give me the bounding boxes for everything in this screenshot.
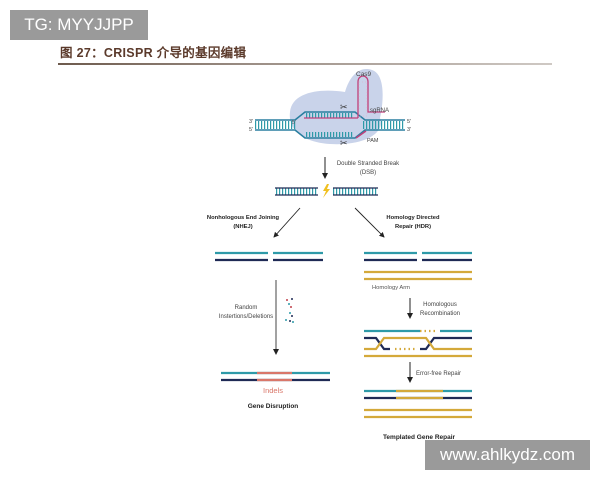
dna-duplex: [255, 111, 405, 139]
nhej-label-2: (NHEJ): [233, 224, 252, 230]
homology-arm-label: Homology Arm: [372, 285, 410, 291]
sgrna-hairpin: [357, 75, 385, 118]
lightning-icon: [323, 184, 330, 198]
homologous-label-2: Recombination: [420, 311, 460, 317]
gene-disruption-label: Gene Disruption: [248, 403, 299, 410]
pam-label: PAM: [367, 138, 379, 144]
arrow-nhej: [273, 207, 301, 238]
hdr-label-1: Homology Directed: [386, 215, 440, 221]
label-5prime-inner: 5': [292, 120, 296, 126]
hdr-label-2: Repair (HDR): [395, 224, 431, 230]
error-free-label: Error-free Repair: [416, 371, 461, 377]
nhej-label-1: Nonhologous End Joining: [207, 215, 280, 221]
left-3prime: 3': [249, 119, 253, 125]
broken-dna: [275, 187, 378, 196]
arrow-hdr: [354, 207, 385, 238]
figure-title: 图 27：CRISPR 介导的基因编辑: [60, 46, 247, 60]
dsb-label-1: Double Stranded Break: [337, 161, 400, 167]
scissors-icon-bottom: ✂: [340, 138, 348, 148]
dsb-label-2: (DSB): [360, 170, 376, 176]
crossover-strands: [364, 329, 472, 358]
nucleotide-dots: [285, 298, 294, 323]
watermark-bottom: www.ahlkydz.com: [425, 440, 590, 470]
hdr-result-strands: [364, 389, 472, 419]
left-5prime: 5': [249, 127, 253, 133]
templated-repair-label: Templated Gene Repair: [383, 434, 456, 441]
random-label-2: Instertions/Deletions: [219, 314, 273, 320]
scissors-icon-top: ✂: [340, 102, 348, 112]
homologous-label-1: Homologous: [423, 302, 457, 308]
indels-label: Indels: [263, 386, 283, 395]
cas9-label: Cas9: [356, 71, 372, 78]
hdr-broken-strands: [364, 251, 472, 281]
nhej-result-strands: [221, 371, 330, 382]
watermark-top: TG: MYYJJPP: [10, 10, 148, 40]
title-divider: [58, 63, 552, 65]
right-5prime: 5': [407, 119, 411, 125]
right-3prime: 3': [407, 127, 411, 133]
sgrna-label: sgRNA: [370, 108, 389, 114]
cas9-protein: [289, 69, 383, 145]
nhej-broken-strands: [215, 251, 323, 262]
random-label-1: Random: [235, 305, 258, 311]
